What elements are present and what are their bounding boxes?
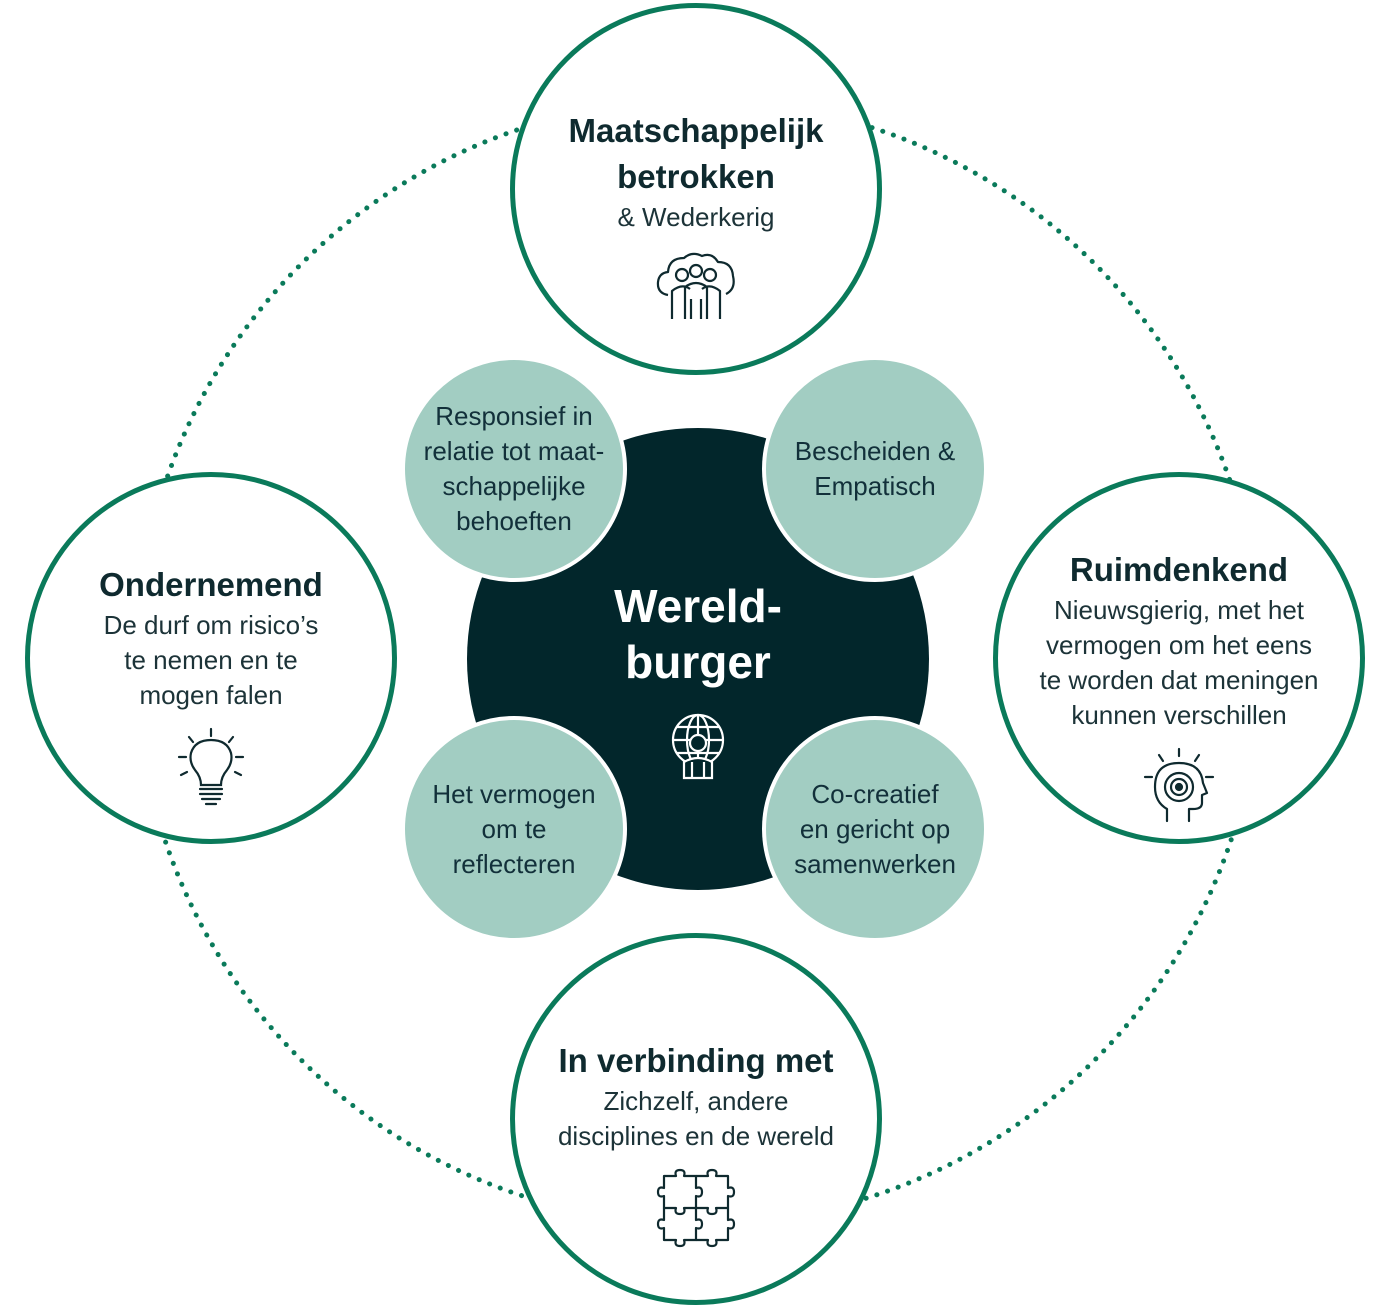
outer-title-line: Ruimdenkend <box>1069 551 1289 588</box>
outer-title-line: In verbinding met <box>558 1042 834 1079</box>
outer-subtitle: Zichzelf, andere disciplines en de werel… <box>558 1084 834 1154</box>
outer-subtitle: Nieuwsgierig, met het vermogen om het ee… <box>1040 593 1319 733</box>
puzzle-icon <box>654 1168 738 1255</box>
inner-text-line: Co-creatief <box>811 778 939 809</box>
inner-circle-responsief: Responsief in relatie tot maat- schappel… <box>401 356 627 582</box>
outer-sub-line: De durf om risico’s <box>103 610 319 640</box>
outer-subtitle: & Wederkerig <box>617 200 774 235</box>
outer-sub-line: kunnen verschillen <box>1071 700 1287 730</box>
inner-text-line: reflecteren <box>452 848 576 879</box>
outer-sub-line: mogen falen <box>139 680 283 710</box>
outer-circle-ruimdenkend: Ruimdenkend Nieuwsgierig, met het vermog… <box>993 472 1365 844</box>
outer-sub-line: vermogen om het eens <box>1046 630 1312 660</box>
inner-text-line: en gericht op <box>799 813 951 844</box>
community-cloud-icon <box>654 249 738 328</box>
inner-circle-reflecteren: Het vermogen om te reflecteren <box>401 716 627 942</box>
inner-text-line: om te <box>481 813 547 844</box>
inner-text-line: behoeften <box>456 506 572 536</box>
outer-sub-line: Nieuwsgierig, met het <box>1054 595 1304 625</box>
outer-sub-line: & Wederkerig <box>617 202 775 232</box>
mind-target-icon <box>1141 747 1217 832</box>
lightbulb-icon <box>175 727 247 816</box>
inner-text-line: Responsief in <box>435 401 593 431</box>
inner-text-line: Het vermogen <box>432 778 596 809</box>
outer-subtitle: De durf om risico’s te nemen en te mogen… <box>104 608 319 713</box>
center-title-line: Wereld- <box>614 580 782 632</box>
outer-sub-line: te worden dat meningen <box>1039 665 1319 695</box>
outer-title-line: Ondernemend <box>99 566 323 603</box>
inner-text-line: Empatisch <box>814 471 936 501</box>
outer-circle-ondernemend: Ondernemend De durf om risico’s te nemen… <box>25 472 397 844</box>
inner-circle-bescheiden: Bescheiden & Empatisch <box>762 356 988 582</box>
inner-text-line: relatie tot maat- <box>423 436 605 466</box>
outer-sub-line: Zichzelf, andere <box>603 1086 789 1116</box>
inner-text-line: schappelijke <box>442 471 586 501</box>
inner-text-line: samenwerken <box>794 848 956 879</box>
outer-sub-line: disciplines en de wereld <box>557 1121 835 1151</box>
outer-title: Maatschappelijk betrokken <box>569 108 824 200</box>
outer-sub-line: te nemen en te <box>124 645 298 675</box>
inner-circle-co-creatief: Co-creatief en gericht op samenwerken <box>762 716 988 942</box>
outer-title: Ondernemend <box>99 562 323 608</box>
outer-circle-in-verbinding: In verbinding met Zichzelf, andere disci… <box>510 933 882 1305</box>
outer-title-line: Maatschappelijk <box>568 112 824 149</box>
inner-text-line: Bescheiden & <box>794 436 956 466</box>
center-title-line: burger <box>625 636 771 688</box>
center-title: Wereld- burger <box>614 578 782 690</box>
outer-circle-maatschappelijk: Maatschappelijk betrokken & Wederkerig <box>510 3 882 375</box>
outer-title: Ruimdenkend <box>1070 547 1288 593</box>
outer-title: In verbinding met <box>558 1038 833 1084</box>
outer-title-line: betrokken <box>617 158 775 195</box>
globe-icon <box>666 710 730 785</box>
